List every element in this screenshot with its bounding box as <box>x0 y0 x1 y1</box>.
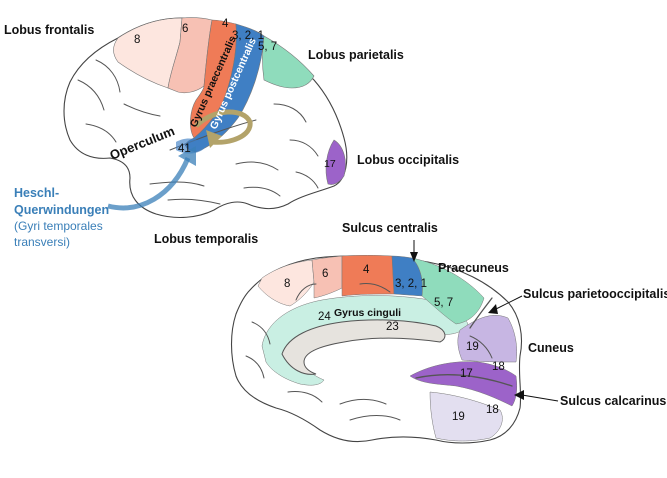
lateral-area-8-label: 8 <box>134 34 140 46</box>
praecuneus-label: Praecuneus <box>438 261 509 275</box>
medial-area-17-region <box>409 361 518 407</box>
operculum-arrowhead <box>206 130 222 148</box>
heschl-title-1: Heschl- <box>14 186 59 200</box>
lateral-area-41-label: 41 <box>178 143 191 155</box>
heschl-sub-2: transversi) <box>14 235 70 249</box>
cuneus-label: Cuneus <box>528 341 574 355</box>
operculum-label: Operculum <box>108 123 177 163</box>
gyrus-cinguli-label: Gyrus cinguli <box>334 307 401 319</box>
medial-area-19-upper-label: 19 <box>466 341 479 353</box>
lateral-area-4-label: 4 <box>222 18 229 30</box>
sulcus-calcarinus-label: Sulcus calcarinus <box>560 394 666 408</box>
lateral-area-17-region <box>325 139 346 185</box>
medial-area-321-label: 3, 2, 1 <box>395 278 427 290</box>
sulcus-parietooccipitalis-label: Sulcus parietooccipitalis <box>523 287 667 301</box>
medial-area-23-label: 23 <box>386 321 399 333</box>
medial-area-57-region <box>411 257 485 325</box>
heschl-arrow <box>107 157 191 211</box>
lobus-parietalis-label: Lobus parietalis <box>308 48 404 62</box>
lateral-area-41-region <box>176 138 206 154</box>
medial-area-17-label: 17 <box>460 368 473 380</box>
medial-area-8-label: 8 <box>284 278 290 290</box>
medial-area-6-label: 6 <box>322 268 328 280</box>
medial-area-18-lower-label: 18 <box>486 404 499 416</box>
medial-area-18-upper-label: 18 <box>492 361 505 373</box>
lateral-area-57-label: 5, 7 <box>258 41 277 53</box>
lobus-occipitalis-label: Lobus occipitalis <box>357 153 459 167</box>
operculum-arrow <box>194 109 253 145</box>
sulcus-centralis-label: Sulcus centralis <box>342 221 438 235</box>
medial-area-57-label: 5, 7 <box>434 297 453 309</box>
corpus-callosum <box>281 319 446 375</box>
medial-area-19-18-lower-region <box>429 391 503 442</box>
medial-area-24-label: 24 <box>318 311 331 323</box>
medial-area-4-label: 4 <box>363 264 370 276</box>
lateral-area-17-label: 17 <box>324 158 336 170</box>
lateral-area-6-label: 6 <box>182 23 188 35</box>
lobus-temporalis-label: Lobus temporalis <box>154 232 258 246</box>
medial-area-19-lower-label: 19 <box>452 411 465 423</box>
lateral-area-57-region <box>262 35 315 89</box>
lateral-area-321-label: 3, 2, 1 <box>232 30 264 42</box>
lateral-brain: Lobus frontalis Lobus parietalis Lobus o… <box>4 17 459 249</box>
heschl-title-2: Querwindungen <box>14 203 109 217</box>
heschl-sub-1: (Gyri temporales <box>14 219 103 233</box>
medial-area-19-18-upper-region <box>457 315 517 363</box>
medial-area-8-region <box>257 259 315 307</box>
lobus-frontalis-label: Lobus frontalis <box>4 23 94 37</box>
medial-brain: Sulcus centralis Praecuneus Sulcus parie… <box>230 221 667 444</box>
heschl-arrowhead <box>178 146 196 166</box>
